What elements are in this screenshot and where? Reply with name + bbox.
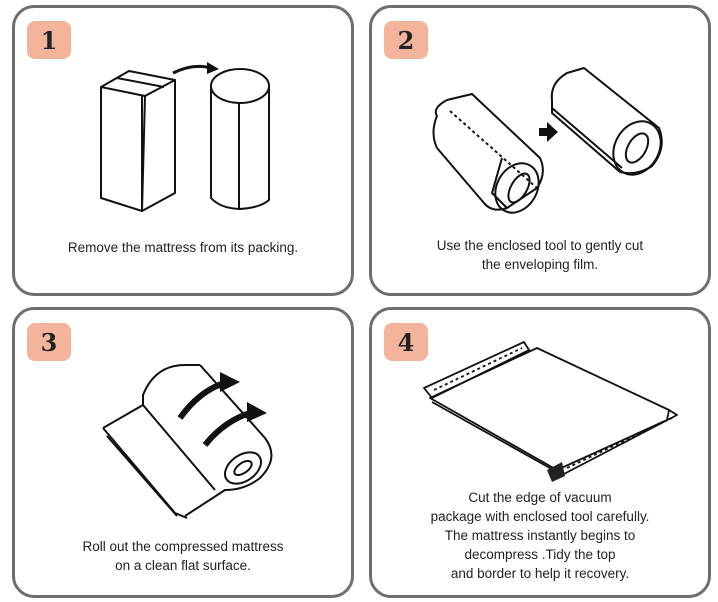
cut-film-illustration [432,67,663,214]
arrow-icon [172,64,212,75]
arrow-icon [202,409,254,447]
step-3-caption: Roll out the compressed mattress on a cl… [82,539,284,573]
step-number-badge: 2 [384,21,428,59]
step-number-badge: 4 [384,323,428,361]
step-2-panel: 2 Use the enclosed tool to gently cut th… [369,5,711,296]
arrow-icon [539,122,558,142]
step-number-badge: 1 [27,21,71,59]
step-2-caption: Use the enclosed tool to gently cut the … [436,238,644,272]
step-4-caption: Cut the edge of vacuum package with encl… [430,490,650,581]
step-number-badge: 3 [27,323,71,361]
step-1-panel: 1 Remove the mattress from its packing. [12,5,354,296]
arrow-icon [177,379,228,420]
roll-out-illustration [102,364,273,519]
box-to-roll-illustration [100,62,270,212]
step-4-panel: 4 Cut the edge of vacuum package with en… [369,307,711,598]
step-1-caption: Remove the mattress from its packing. [67,240,299,255]
cut-vacuum-edge-illustration [423,341,678,482]
cutting-tool-icon [547,462,565,482]
step-3-panel: 3 Roll out the compressed mattress on a … [12,307,354,598]
